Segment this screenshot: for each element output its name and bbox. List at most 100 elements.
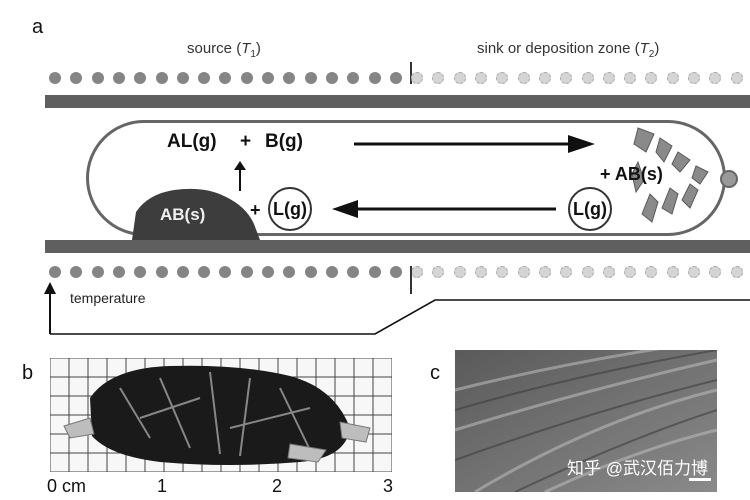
heater-coil-top — [45, 70, 750, 86]
heater-dot-cool — [666, 266, 679, 278]
heater-dot-hot — [283, 266, 296, 278]
heater-dot-cool — [581, 266, 594, 278]
crystal-photograph — [50, 358, 392, 472]
heater-dot-cool — [709, 266, 722, 278]
heater-dot-hot — [70, 266, 83, 278]
heater-dot-cool — [581, 72, 594, 84]
scale-tick-3: 3 — [383, 476, 394, 496]
ampoule-tip — [720, 170, 738, 188]
source-zone-text: source ( — [187, 40, 242, 57]
source-temp-subscript: 1 — [250, 49, 256, 60]
heater-dot-cool — [602, 266, 615, 278]
heater-dot-cool — [496, 72, 509, 84]
heater-dot-hot — [91, 72, 104, 84]
source-close-paren: ) — [255, 40, 261, 57]
heater-dot-hot — [198, 266, 211, 278]
sink-temp-variable: T — [639, 40, 649, 57]
source-temp-variable: T — [241, 40, 251, 57]
crystal-shard — [655, 137, 673, 163]
panel-label-a: a — [32, 16, 44, 38]
transport-agent-right-label: L(g) — [573, 198, 607, 219]
crystal-shard — [631, 160, 645, 194]
heater-dot-hot — [240, 266, 253, 278]
heater-dot-cool — [432, 72, 445, 84]
deposited-solid-label: + AB(s) — [600, 164, 663, 184]
deposited-crystals — [631, 127, 709, 223]
zone-divider-top — [410, 62, 412, 84]
crystal-mass — [63, 365, 371, 465]
sink-temp-subscript: 2 — [648, 49, 655, 60]
heater-dot-hot — [134, 72, 147, 84]
heater-dot-hot — [262, 72, 274, 84]
crystal-shard — [641, 193, 659, 223]
heater-dot-hot — [176, 266, 189, 278]
heater-dot-hot — [325, 72, 338, 84]
heater-dot-hot — [389, 72, 402, 84]
heater-dot-hot — [91, 266, 104, 278]
temperature-axis-arrowhead — [44, 282, 56, 294]
heater-dot-hot — [389, 266, 402, 278]
sink-zone-text: sink or deposition zone ( — [477, 40, 640, 57]
heater-dot-cool — [432, 266, 445, 278]
scale-bar — [689, 478, 711, 481]
heater-dot-cool — [538, 72, 551, 84]
heater-dot-cool — [475, 72, 487, 84]
heater-dot-cool — [475, 266, 487, 278]
crystal-shard — [681, 183, 699, 209]
heater-dot-hot — [368, 72, 381, 84]
heater-dot-hot — [283, 72, 296, 84]
plus-sign-left: + — [250, 200, 261, 220]
heater-dot-hot — [198, 72, 211, 84]
panel-label-c: c — [430, 362, 440, 384]
heater-dot-hot — [49, 266, 61, 278]
transport-agent-left-label: L(g) — [273, 198, 307, 219]
sink-close-paren: ) — [654, 40, 660, 57]
heater-dot-hot — [368, 266, 381, 278]
gas-product-b: B(g) — [265, 131, 303, 152]
heater-dot-hot — [176, 72, 189, 84]
furnace-wall-top — [45, 95, 750, 108]
plus-sign-top: + — [240, 131, 252, 152]
electron-micrograph — [455, 350, 717, 492]
heater-dot-hot — [112, 266, 125, 278]
furnace-wall-bottom — [45, 240, 750, 253]
transport-agent-left: L(g) — [268, 187, 312, 231]
heater-dot-cool — [624, 72, 637, 84]
heater-dot-hot — [219, 266, 232, 278]
scale-tick-0: 0 cm — [47, 476, 87, 496]
heater-dot-cool — [411, 266, 424, 278]
heater-dot-hot — [240, 72, 253, 84]
heater-dot-cool — [538, 266, 551, 278]
crystal-shard — [633, 127, 655, 153]
heater-dot-cool — [560, 72, 573, 84]
heater-dot-hot — [347, 266, 360, 278]
temperature-profile — [44, 282, 750, 335]
heater-dot-hot — [155, 266, 168, 278]
heater-dot-hot — [49, 72, 61, 84]
heater-dot-cool — [496, 266, 509, 278]
heater-dot-cool — [730, 266, 743, 278]
heater-dot-cool — [560, 266, 573, 278]
up-arrow-icon — [234, 161, 246, 191]
sink-zone-label: sink or deposition zone (T2) — [477, 40, 659, 60]
crystal-shard — [671, 151, 691, 173]
transport-agent-right: L(g) — [568, 187, 612, 231]
panel-label-b: b — [22, 362, 34, 384]
heater-dot-cool — [517, 266, 530, 278]
heater-dot-cool — [453, 72, 466, 84]
heater-dot-cool — [411, 72, 424, 84]
zone-divider-bottom — [410, 266, 412, 294]
heater-dot-cool — [730, 72, 743, 84]
heater-dot-hot — [304, 72, 317, 84]
crystal-shard — [661, 187, 679, 215]
heater-dot-hot — [70, 72, 83, 84]
heater-dot-cool — [453, 266, 466, 278]
temperature-curve — [50, 299, 750, 335]
heater-dot-hot — [219, 72, 232, 84]
heater-dot-hot — [262, 266, 274, 278]
heater-dot-hot — [134, 266, 147, 278]
heater-dot-cool — [624, 266, 637, 278]
heater-dot-cool — [645, 266, 658, 278]
watermark-text: 知乎 @武汉佰力博 — [567, 459, 708, 478]
heater-dot-hot — [112, 72, 125, 84]
